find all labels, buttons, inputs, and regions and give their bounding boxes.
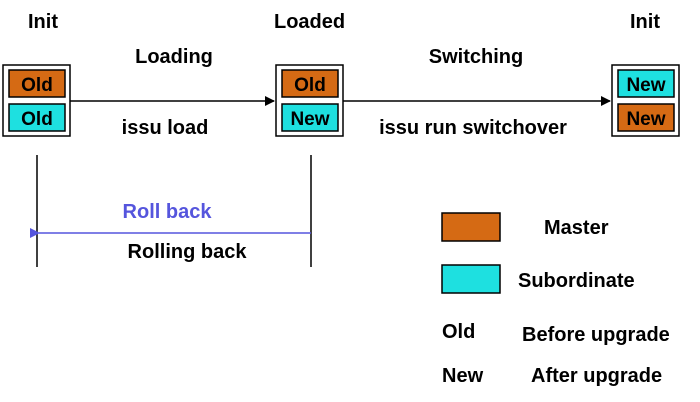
subordinate-slot <box>617 69 675 98</box>
state-init-right-label: Init <box>630 11 660 33</box>
slot-text: Old <box>21 109 53 130</box>
transition-switching-label: Switching <box>429 46 523 68</box>
legend-new-desc: After upgrade <box>531 365 662 387</box>
master-slot <box>617 103 675 132</box>
transition-switching-command: issu run switchover <box>379 117 567 139</box>
slot-text: New <box>626 75 665 96</box>
state-init-left-label: Init <box>28 11 58 33</box>
transition-loading-label: Loading <box>135 46 213 68</box>
slot-text: Old <box>294 75 326 96</box>
device-loaded: Old New <box>275 64 344 137</box>
device-init-right: New New <box>611 64 680 137</box>
master-slot <box>8 69 66 98</box>
legend-master-swatch <box>441 212 501 242</box>
subordinate-slot <box>281 103 339 132</box>
slot-text: Old <box>21 75 53 96</box>
transition-loading-command: issu load <box>122 117 209 139</box>
rollback-label: Roll back <box>123 201 213 223</box>
legend-subordinate-swatch <box>441 264 501 294</box>
device-init-left: Old Old <box>2 64 71 137</box>
rollback-text: Rolling back <box>128 241 248 263</box>
legend: Master Subordinate Old Before upgrade Ne… <box>441 212 670 387</box>
slot-text: New <box>290 109 329 130</box>
legend-old-desc: Before upgrade <box>522 324 670 346</box>
legend-old-key: Old <box>442 321 475 343</box>
legend-subordinate-label: Subordinate <box>518 270 635 292</box>
master-slot <box>281 69 339 98</box>
legend-master-label: Master <box>544 217 609 239</box>
state-loaded-label: Loaded <box>274 11 345 33</box>
slot-text: New <box>626 109 665 130</box>
subordinate-slot <box>8 103 66 132</box>
legend-new-key: New <box>442 365 484 387</box>
